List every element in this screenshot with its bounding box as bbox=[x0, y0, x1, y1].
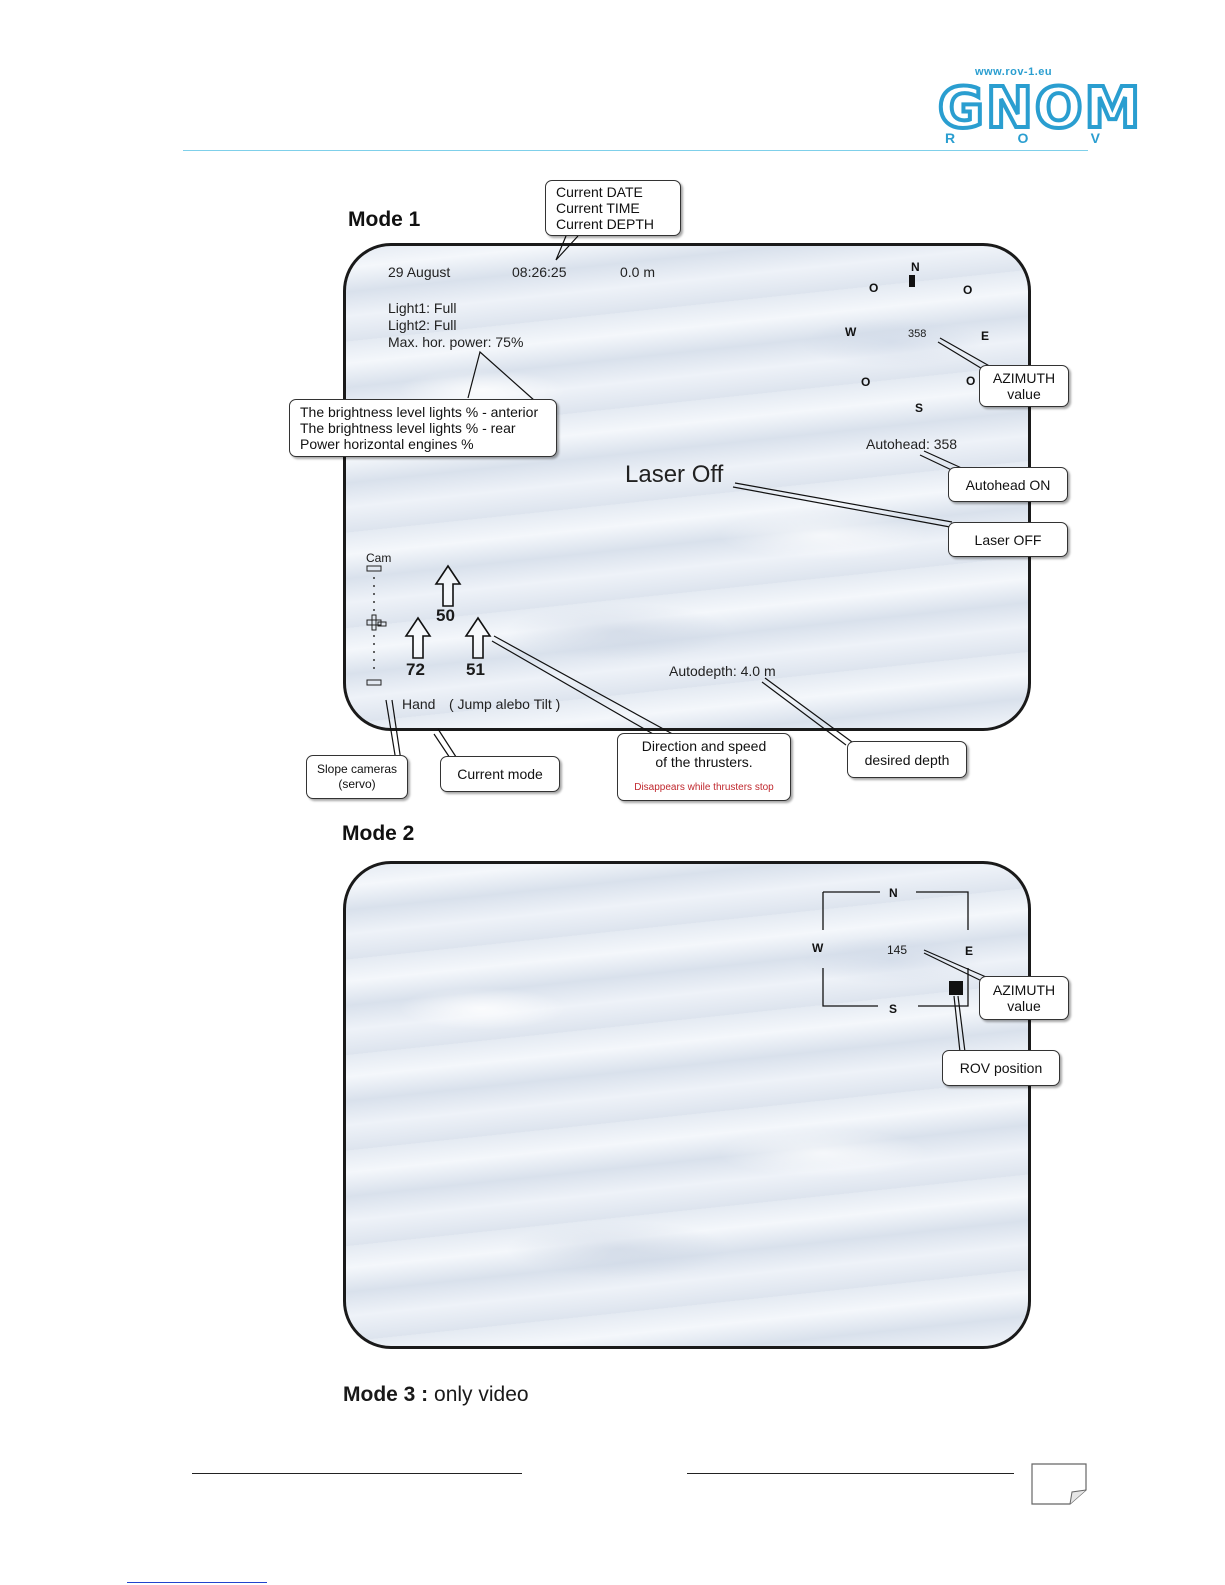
callout-datetime-line2: Current TIME bbox=[556, 200, 640, 216]
mode3-description: only video bbox=[434, 1383, 529, 1406]
thruster-right-value: 51 bbox=[466, 660, 485, 679]
compass-azimuth-value: 358 bbox=[908, 328, 927, 340]
callout-thrusters-line1: Direction and speed bbox=[641, 738, 767, 754]
thruster-vertical-arrow-icon bbox=[434, 564, 462, 607]
callout-datetime: Current DATE Current TIME Current DEPTH bbox=[545, 180, 681, 236]
compass-s-label: S bbox=[915, 401, 924, 415]
mode2-compass-frame bbox=[822, 891, 969, 1007]
callout-slope-cameras: Slope cameras (servo) bbox=[306, 755, 408, 799]
callout-datetime-line1: Current DATE bbox=[556, 184, 643, 200]
callout-desired-depth: desired depth bbox=[847, 741, 967, 778]
compass-w-label: W bbox=[845, 325, 857, 339]
compass-o-se: O bbox=[966, 374, 976, 388]
callout-thrusters: Direction and speed of the thrusters. Di… bbox=[617, 733, 791, 801]
logo-wordmark: GNOM bbox=[936, 76, 1143, 141]
callout-azimuth-mode2: AZIMUTH value bbox=[979, 976, 1069, 1020]
logo-url-text: www.rov-1.eu bbox=[975, 66, 1053, 78]
callout-autohead: Autohead ON bbox=[948, 467, 1068, 502]
callout-laser: Laser OFF bbox=[948, 522, 1068, 557]
cam-label: Cam bbox=[366, 551, 392, 565]
mode1-screen: 29 August 08:26:25 0.0 m Light1: Full Li… bbox=[343, 243, 1031, 731]
callout-azimuth-mode2-line1: AZIMUTH bbox=[992, 982, 1056, 998]
logo-letter-r: R bbox=[945, 130, 956, 146]
tilt-gauge-pointer bbox=[377, 621, 387, 627]
mode1-autodepth: Autodepth: 4.0 m bbox=[669, 663, 776, 679]
callout-desired-depth-text: desired depth bbox=[864, 751, 950, 768]
compass-o-sw: O bbox=[861, 375, 871, 389]
mode3-line: Mode 3 : only video bbox=[343, 1383, 529, 1407]
callout-azimuth-mode1-line1: AZIMUTH bbox=[992, 370, 1056, 386]
mode2-compass-e: E bbox=[965, 944, 974, 958]
mode1-time: 08:26:25 bbox=[512, 264, 567, 280]
mode2-azimuth-value: 145 bbox=[887, 943, 908, 957]
callout-current-mode-text: Current mode bbox=[457, 766, 543, 782]
callout-current-mode: Current mode bbox=[440, 756, 560, 792]
callout-laser-text: Laser OFF bbox=[974, 531, 1042, 548]
callout-azimuth-mode1: AZIMUTH value bbox=[979, 365, 1069, 407]
thruster-left-arrow-icon bbox=[404, 616, 432, 659]
logo-subletters: R O V bbox=[945, 130, 1100, 146]
mode2-compass-s: S bbox=[889, 1002, 898, 1016]
mode1-autohead: Autohead: 358 bbox=[866, 436, 958, 452]
tilt-gauge-dots bbox=[373, 577, 375, 669]
callout-lights-line3: Power horizontal engines % bbox=[300, 436, 474, 452]
mode1-light2: Light2: Full bbox=[388, 317, 457, 333]
callout-datetime-line3: Current DEPTH bbox=[556, 216, 655, 232]
thruster-vertical-value: 50 bbox=[436, 606, 455, 625]
logo-letter-o: O bbox=[1017, 130, 1029, 146]
callout-slope-line2: (servo) bbox=[338, 777, 376, 791]
mode1-mode-options: ( Jump alebo Tilt ) bbox=[449, 696, 561, 712]
callout-autohead-text: Autohead ON bbox=[965, 476, 1051, 493]
callout-thrusters-note: Disappears while thrusters stop bbox=[634, 782, 774, 793]
footer-rule-right bbox=[687, 1473, 1014, 1474]
callout-lights-line2: The brightness level lights % - rear bbox=[300, 420, 516, 436]
thruster-left-value: 72 bbox=[406, 660, 425, 679]
callout-azimuth-mode2-line2: value bbox=[1007, 998, 1041, 1014]
mode1-max-power: Max. hor. power: 75% bbox=[388, 334, 524, 350]
logo-letter-v: V bbox=[1090, 130, 1100, 146]
tilt-gauge-top-cap bbox=[366, 565, 382, 572]
mode2-compass-w: W bbox=[812, 941, 824, 955]
callout-thrusters-line2: of the thrusters. bbox=[655, 754, 753, 770]
mode1-depth: 0.0 m bbox=[620, 264, 656, 280]
callout-rov-position-text: ROV position bbox=[959, 1060, 1043, 1076]
mode1-date: 29 August bbox=[388, 264, 451, 280]
thruster-right-arrow-icon bbox=[464, 616, 492, 659]
tilt-gauge-bottom-cap bbox=[366, 679, 382, 686]
mode1-light1: Light1: Full bbox=[388, 300, 457, 316]
compass-o-ne: O bbox=[963, 283, 973, 297]
compass-heading-marker-icon bbox=[909, 275, 915, 287]
camera-tilt-gauge bbox=[366, 565, 387, 686]
footer-rule-left bbox=[192, 1473, 522, 1474]
compass-e-label: E bbox=[981, 329, 990, 343]
mode2-compass-n: N bbox=[889, 886, 898, 900]
mode1-current-mode: Hand bbox=[402, 696, 436, 712]
compass-n-label: N bbox=[911, 260, 920, 274]
mode2-title: Mode 2 bbox=[342, 822, 415, 845]
compass-o-nw: O bbox=[869, 281, 879, 295]
mode1-title: Mode 1 bbox=[348, 208, 421, 231]
mode2-screen: N W 145 E S bbox=[343, 861, 1031, 1349]
callout-lights: The brightness level lights % - anterior… bbox=[289, 399, 557, 457]
tilt-gauge-slider bbox=[371, 614, 377, 631]
page-corner-icon bbox=[1031, 1463, 1087, 1505]
callout-slope-line1: Slope cameras bbox=[316, 762, 398, 776]
callout-azimuth-mode1-line2: value bbox=[1007, 386, 1041, 402]
rov-position-marker-icon bbox=[949, 981, 963, 995]
mode1-laser-status: Laser Off bbox=[625, 461, 724, 488]
callout-rov-position: ROV position bbox=[942, 1050, 1060, 1086]
header-divider bbox=[183, 150, 1088, 151]
mode3-title: Mode 3 : bbox=[343, 1383, 429, 1406]
bottom-link-underline bbox=[127, 1582, 267, 1583]
callout-lights-line1: The brightness level lights % - anterior bbox=[300, 404, 539, 420]
